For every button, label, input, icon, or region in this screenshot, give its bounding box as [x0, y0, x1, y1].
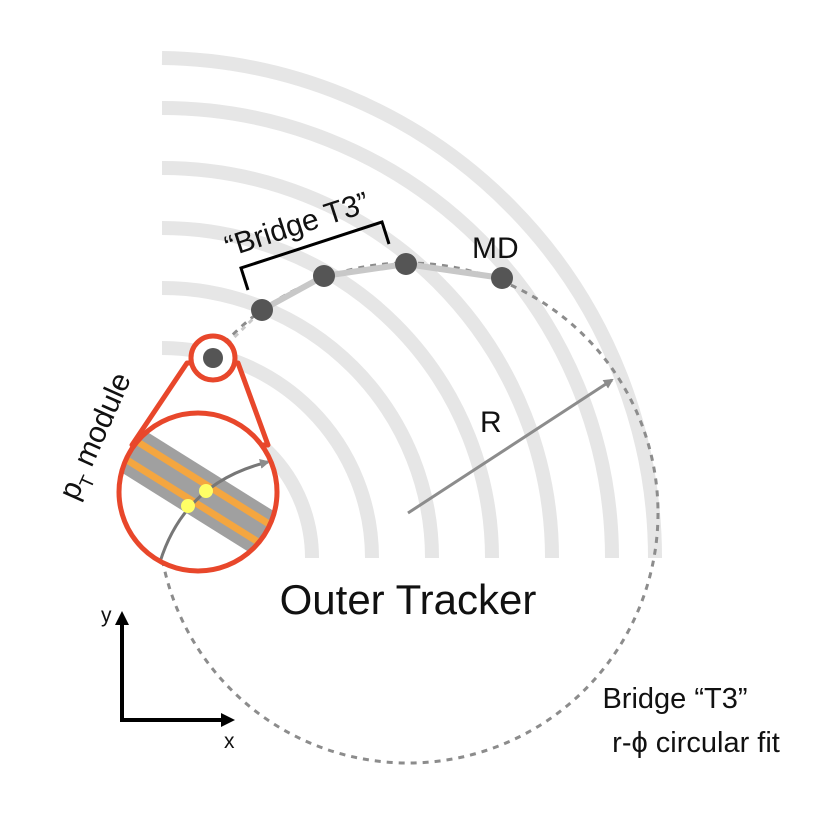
hit-3: [395, 253, 417, 275]
hits: [251, 253, 513, 321]
track-segment: [259, 261, 505, 313]
xy-axes-icon: y x: [101, 604, 235, 753]
label-outer-tracker: Outer Tracker: [280, 576, 537, 623]
label-md: MD: [472, 232, 519, 265]
label-fit-line2: r-ϕ circular fit: [612, 727, 780, 759]
stub-hit-2: [181, 499, 195, 513]
hit-1: [251, 299, 273, 321]
circle-icon: [203, 348, 223, 368]
label-fit-line1: Bridge “T3”: [602, 683, 747, 715]
label-axis-y: y: [101, 604, 112, 627]
module-strips: [119, 425, 277, 563]
detector-layers: [161, 51, 662, 559]
track-stub: [158, 459, 270, 563]
label-axis-x: x: [224, 730, 235, 753]
layer-band-6: [161, 101, 619, 559]
layer-band-3: [161, 281, 439, 559]
zoom-circle-border: [116, 410, 280, 574]
layer-band-7: [161, 51, 662, 559]
bridge-t3-bracket: [239, 220, 391, 291]
hit-4: [491, 267, 513, 289]
layer-band-4: [161, 221, 499, 559]
layer-band-5: [161, 161, 559, 559]
hit-2: [313, 265, 335, 287]
label-radius: R: [480, 406, 502, 439]
radius-arrow: [407, 378, 614, 515]
stub-hit-1: [199, 484, 213, 498]
